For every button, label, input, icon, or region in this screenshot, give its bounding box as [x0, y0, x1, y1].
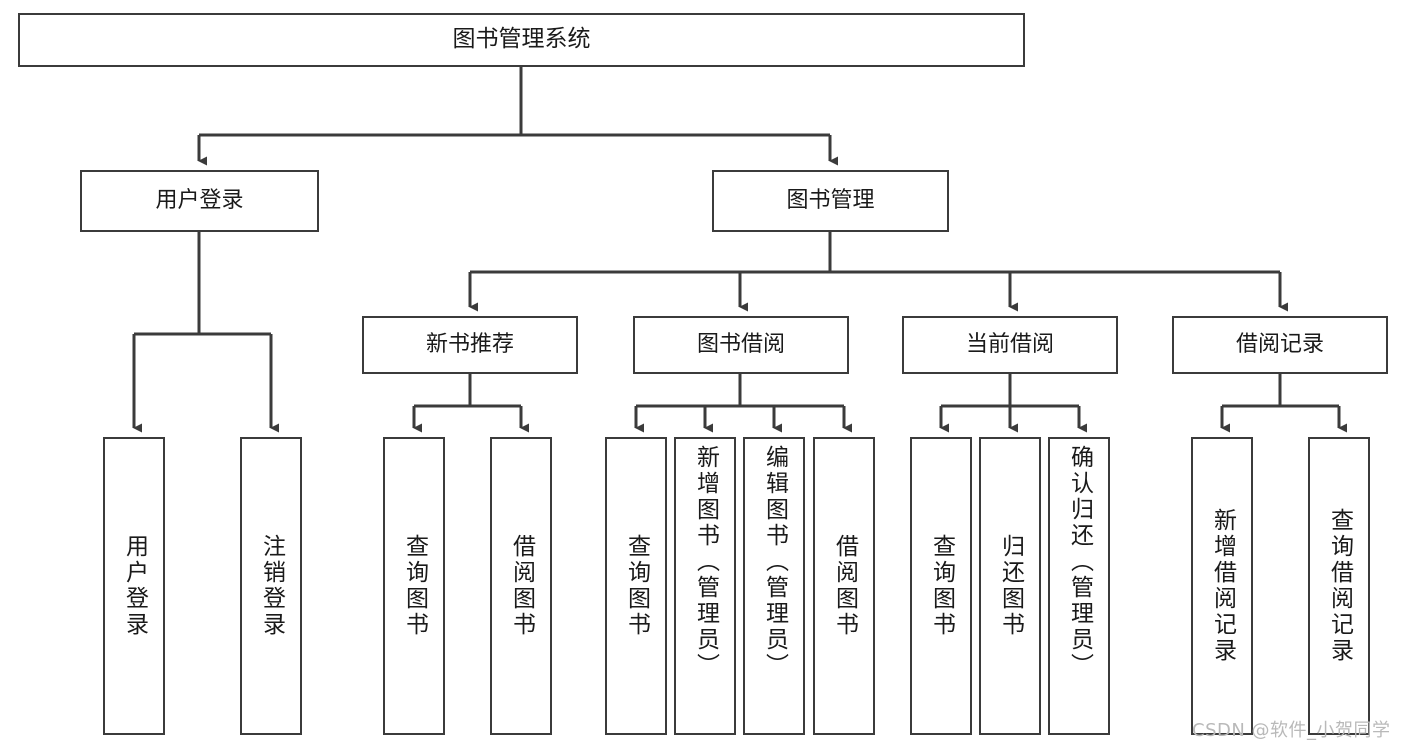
- node-leaf-query-book-current-label: 查询图书: [928, 534, 955, 638]
- node-leaf-confirm-return[interactable]: 确认归还（管理员）: [1048, 437, 1110, 735]
- node-leaf-add-book[interactable]: 新增图书（管理员）: [674, 437, 736, 735]
- node-book-manage[interactable]: 图书管理: [712, 170, 949, 232]
- node-leaf-return-book-label: 归还图书: [997, 534, 1024, 638]
- node-leaf-borrow-book-recommend-label: 借阅图书: [508, 534, 535, 638]
- node-leaf-query-book-borrow[interactable]: 查询图书: [605, 437, 667, 735]
- node-leaf-query-book-borrow-label: 查询图书: [623, 534, 650, 638]
- node-leaf-add-book-label: 新增图书（管理员）: [692, 445, 719, 679]
- node-current-borrow-label: 当前借阅: [965, 332, 1054, 358]
- node-leaf-user-login-label: 用户登录: [121, 534, 148, 638]
- node-borrow-record-label: 借阅记录: [1235, 332, 1324, 358]
- node-root-system[interactable]: 图书管理系统: [18, 13, 1025, 67]
- node-leaf-confirm-return-label: 确认归还（管理员）: [1066, 445, 1093, 679]
- node-leaf-query-borrow-record[interactable]: 查询借阅记录: [1308, 437, 1370, 735]
- node-leaf-borrow-book[interactable]: 借阅图书: [813, 437, 875, 735]
- node-leaf-logout-label: 注销登录: [258, 534, 285, 638]
- node-current-borrow[interactable]: 当前借阅: [902, 316, 1118, 374]
- node-leaf-return-book[interactable]: 归还图书: [979, 437, 1041, 735]
- node-leaf-borrow-book-recommend[interactable]: 借阅图书: [490, 437, 552, 735]
- node-user-login[interactable]: 用户登录: [80, 170, 319, 232]
- node-leaf-query-borrow-record-label: 查询借阅记录: [1326, 508, 1353, 664]
- node-book-borrow[interactable]: 图书借阅: [633, 316, 849, 374]
- node-new-book-recommend-label: 新书推荐: [425, 332, 514, 358]
- node-leaf-query-book-recommend-label: 查询图书: [401, 534, 428, 638]
- csdn-watermark: CSDN @软件_小贺同学: [1192, 720, 1391, 741]
- node-book-manage-label: 图书管理: [786, 188, 875, 214]
- node-leaf-edit-book[interactable]: 编辑图书（管理员）: [743, 437, 805, 735]
- node-leaf-add-borrow-record[interactable]: 新增借阅记录: [1191, 437, 1253, 735]
- node-borrow-record[interactable]: 借阅记录: [1172, 316, 1388, 374]
- node-leaf-query-book-recommend[interactable]: 查询图书: [383, 437, 445, 735]
- node-leaf-user-login[interactable]: 用户登录: [103, 437, 165, 735]
- node-leaf-logout[interactable]: 注销登录: [240, 437, 302, 735]
- node-user-login-label: 用户登录: [155, 188, 244, 214]
- node-book-borrow-label: 图书借阅: [696, 332, 785, 358]
- node-leaf-edit-book-label: 编辑图书（管理员）: [761, 445, 788, 679]
- node-leaf-query-book-current[interactable]: 查询图书: [910, 437, 972, 735]
- node-root-system-label: 图书管理系统: [452, 26, 591, 53]
- node-leaf-add-borrow-record-label: 新增借阅记录: [1209, 508, 1236, 664]
- node-new-book-recommend[interactable]: 新书推荐: [362, 316, 578, 374]
- node-leaf-borrow-book-label: 借阅图书: [831, 534, 858, 638]
